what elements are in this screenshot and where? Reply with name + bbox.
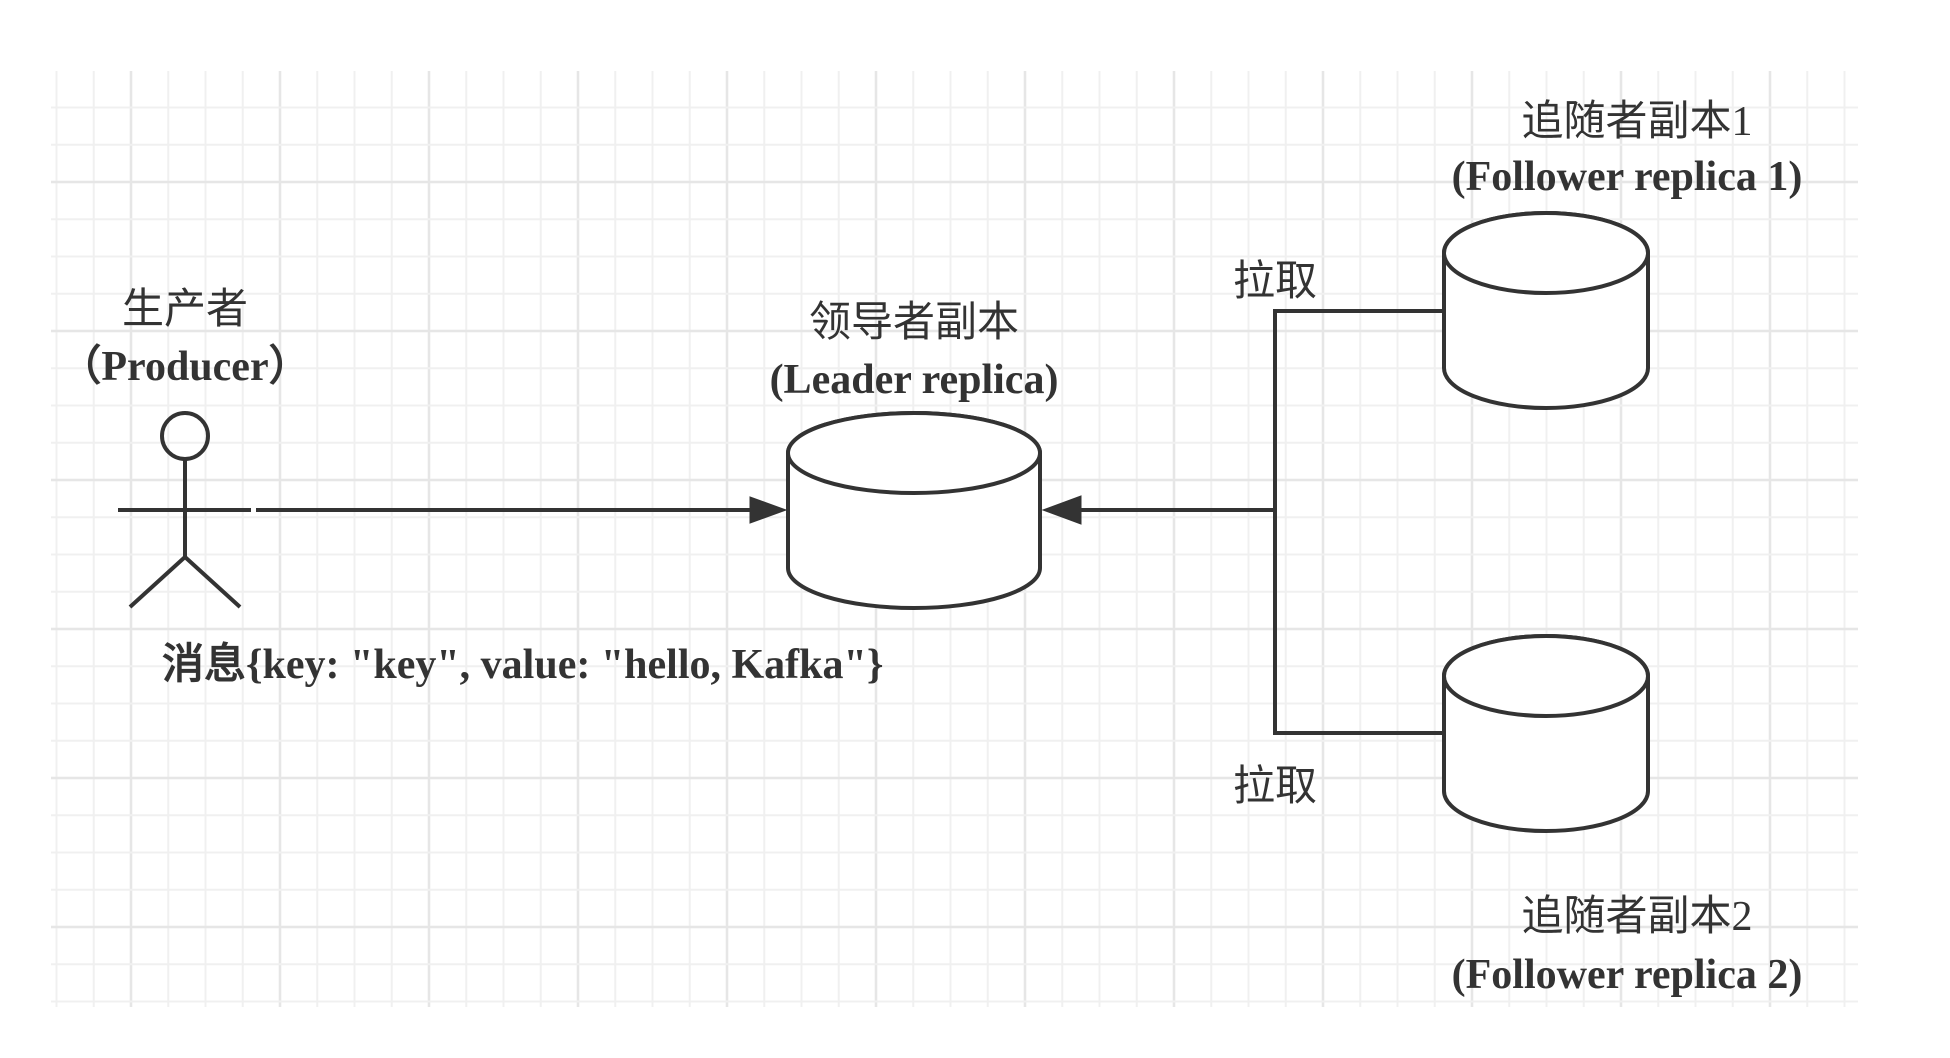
leader-label-cn: 领导者副本 <box>809 300 1019 346</box>
cylinder-top <box>1442 634 1650 718</box>
follower2-label-en: (Follower replica 2) <box>1452 952 1803 998</box>
message-label: 消息{key: "key", value: "hello, Kafka"} <box>162 641 883 688</box>
arrowhead-icon <box>749 496 788 524</box>
producer-actor[interactable] <box>118 411 251 609</box>
follower-replica-1-cylinder[interactable] <box>1442 211 1650 410</box>
fetch-label-2: 拉取 <box>1233 763 1317 810</box>
leader-label-en: (Leader replica) <box>770 357 1059 403</box>
cylinder-top <box>786 411 1042 495</box>
cylinder-top <box>1442 211 1650 295</box>
follower-replica-2-cylinder[interactable] <box>1442 634 1650 833</box>
follower2-label-cn: 追随者副本2 <box>1521 894 1752 940</box>
edge-producer-to-leader[interactable] <box>256 496 788 524</box>
fetch-connector <box>1273 309 1444 735</box>
follower1-label-en: (Follower replica 1) <box>1452 154 1803 200</box>
arrowhead-icon <box>1041 495 1082 525</box>
leader-replica-cylinder[interactable] <box>786 411 1042 610</box>
edge-followers-to-leader[interactable] <box>1041 309 1444 735</box>
fetch-label-1: 拉取 <box>1233 258 1317 305</box>
producer-label-cn: 生产者 <box>122 287 248 333</box>
producer-label-en: （Producer） <box>59 343 310 390</box>
follower1-label-cn: 追随者副本1 <box>1521 99 1752 145</box>
actor-right-leg <box>183 555 242 609</box>
actor-left-leg <box>128 555 187 609</box>
